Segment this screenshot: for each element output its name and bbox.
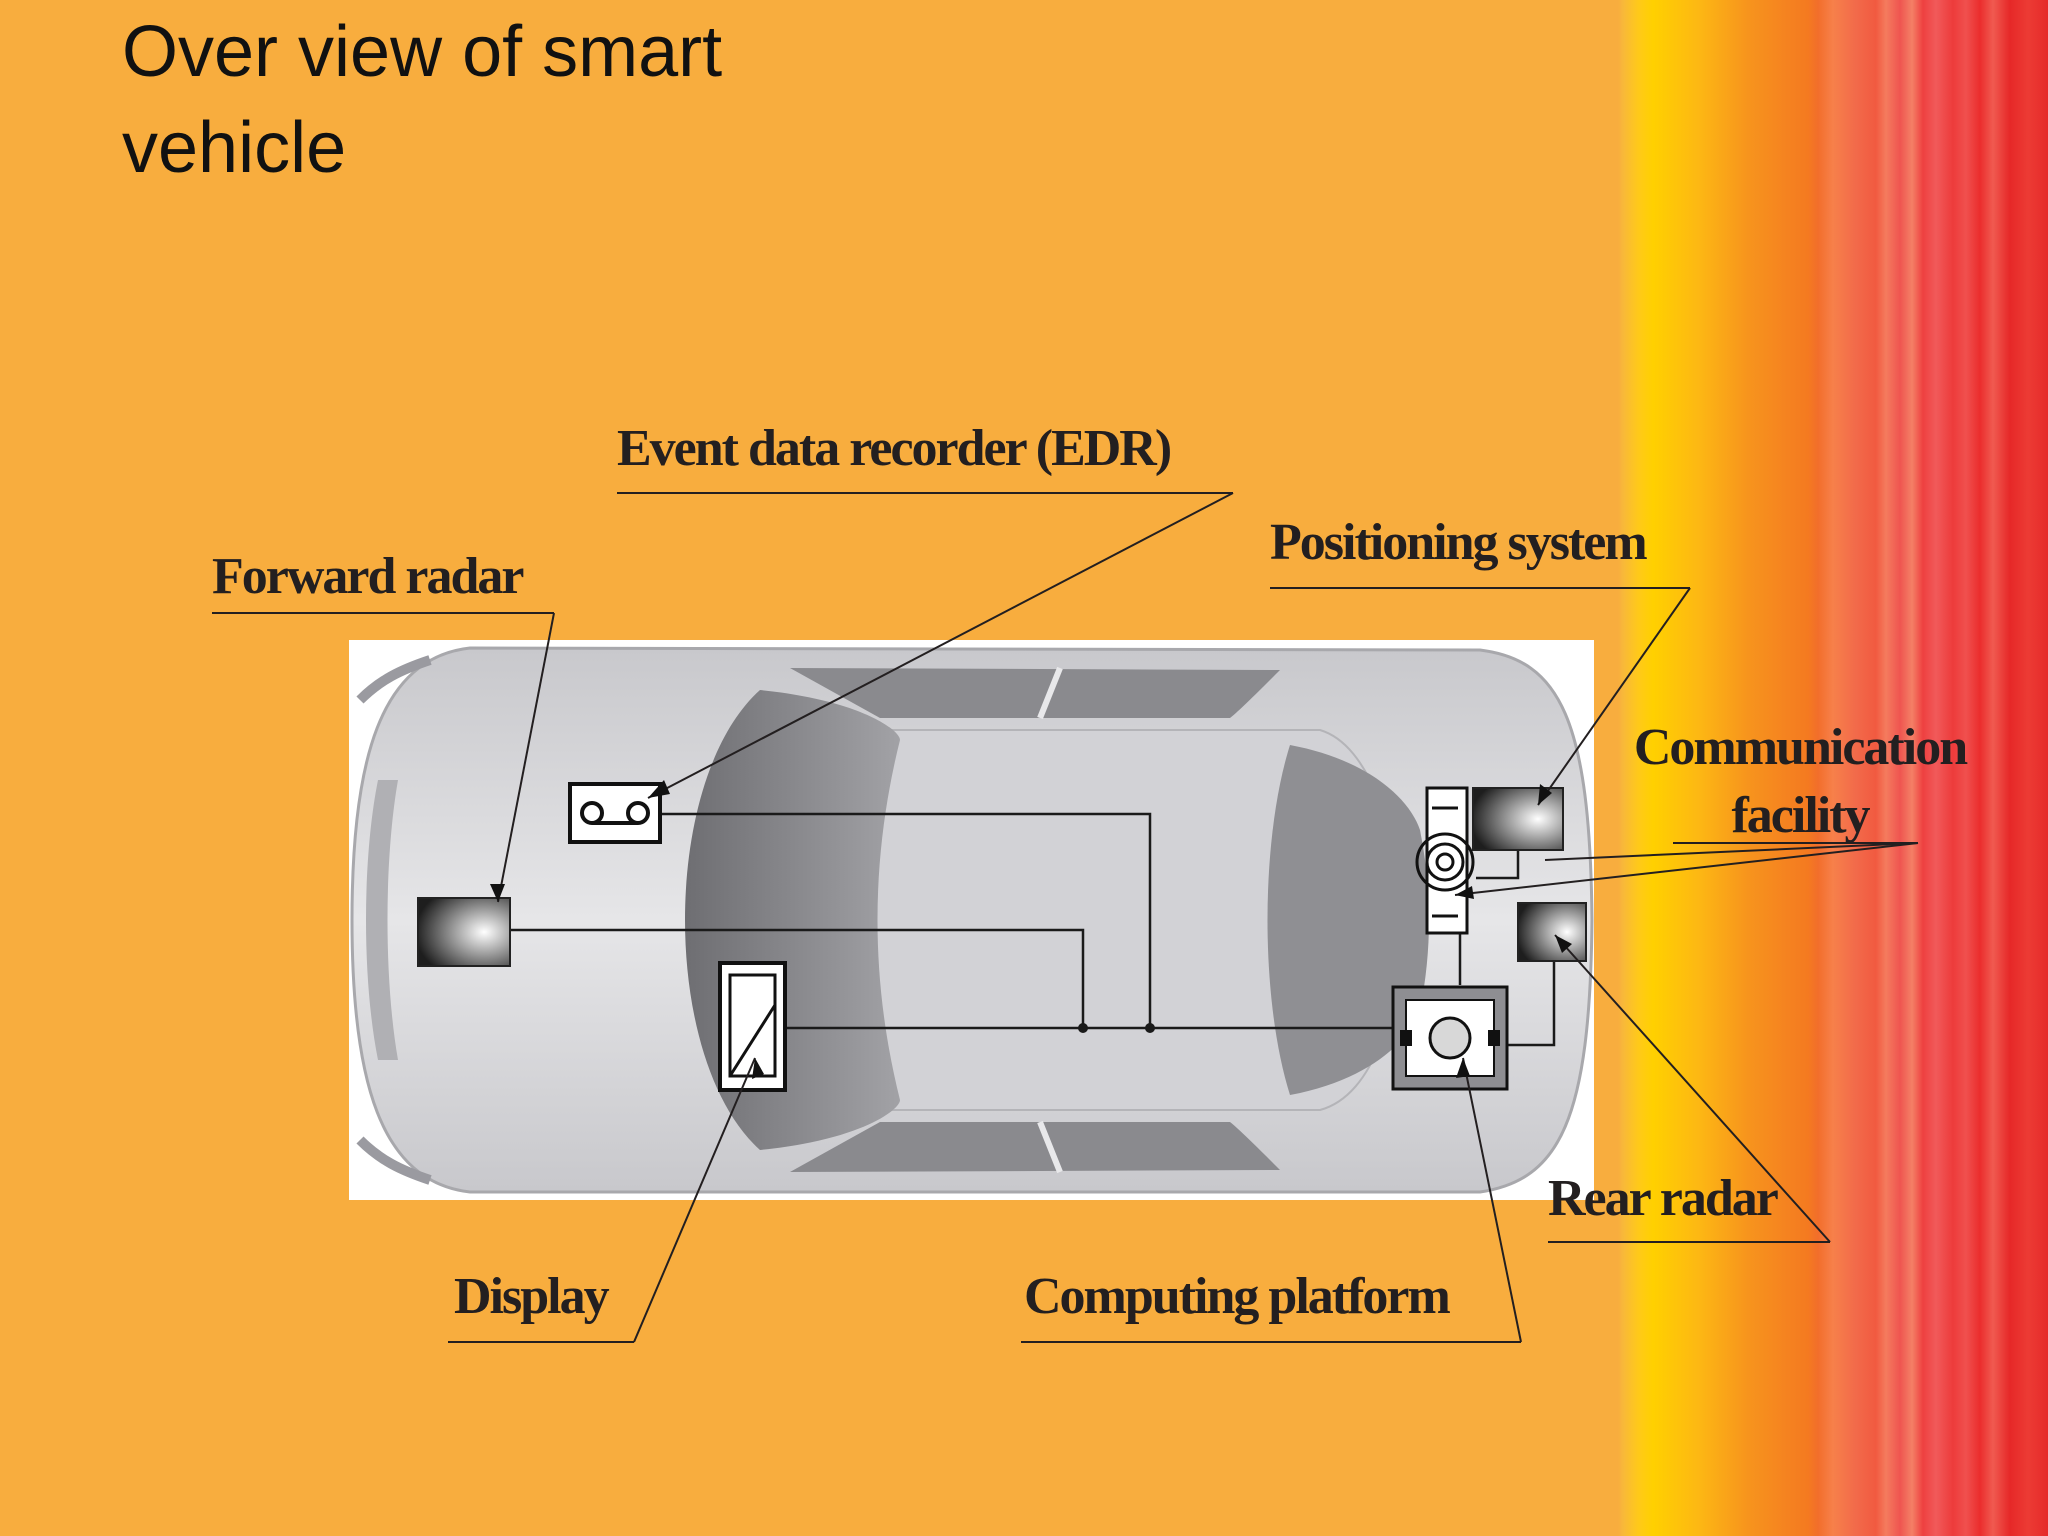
label-positioning-system: Positioning system [1270, 514, 1648, 571]
label-underlines [212, 492, 1918, 1343]
car-rear-window [1267, 745, 1429, 1095]
arrow-heads [490, 780, 1572, 1079]
car-side-window-top [790, 668, 1280, 718]
label-communication-line-1: Communication [1633, 719, 1968, 776]
label-forward-radar: Forward radar [212, 548, 524, 605]
label-computing-platform: Computing platform [1024, 1268, 1451, 1325]
wire-junction [1078, 1023, 1088, 1033]
edr-device [568, 782, 662, 844]
communication-device [1472, 787, 1564, 851]
forward-radar-device [417, 897, 511, 967]
label-communication-facility: Communication facility [1600, 714, 2000, 850]
slide-title-line-1: Over view of smart [122, 12, 723, 92]
rear-radar-device [1517, 902, 1587, 962]
positioning-system-device [1415, 786, 1475, 935]
wire-junction [1145, 1023, 1155, 1033]
decorative-stripes [1618, 0, 2048, 1536]
label-display: Display [454, 1268, 610, 1325]
car-windshield [685, 690, 900, 1150]
slide-title: Over view of smart vehicle [122, 4, 1022, 196]
display-device [718, 961, 787, 1092]
leader-lines [497, 492, 1919, 1343]
car-hood-grille [366, 780, 398, 1060]
label-rear-radar: Rear radar [1548, 1170, 1779, 1227]
car-top-view [350, 646, 1594, 1194]
slide-title-line-2: vehicle [122, 108, 347, 188]
label-edr: Event data recorder (EDR) [617, 420, 1172, 477]
wiring [510, 812, 1556, 1047]
computing-platform-device [1391, 985, 1509, 1091]
label-communication-line-2: facility [1731, 787, 1870, 844]
car-side-window-bottom [790, 1122, 1280, 1172]
